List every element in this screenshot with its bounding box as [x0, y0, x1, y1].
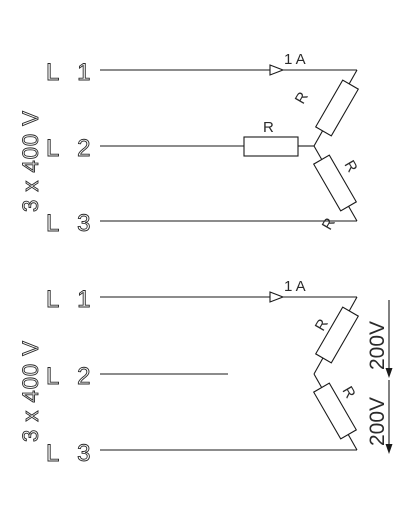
- bottom-voltage-label-upper: 200V: [366, 321, 389, 370]
- bottom-current-label: 1 A: [284, 278, 306, 295]
- top-resistor-upper: [314, 79, 360, 137]
- bottom-resistor-lower: [312, 382, 358, 440]
- top-resistor-extra-label: R: [319, 215, 339, 233]
- top-resistor-l2-label: R: [263, 119, 274, 136]
- top-resistor-lower: [312, 154, 358, 212]
- top-label-l2: L 2: [46, 135, 96, 162]
- top-supply-label: 3 x 400 V: [18, 110, 43, 212]
- bottom-resistor-upper: [314, 306, 360, 364]
- bottom-label-l2: L 2: [46, 363, 96, 390]
- bottom-resistor-lower-label: R: [339, 384, 359, 402]
- top-resistor-lower-label: R: [341, 158, 361, 176]
- bottom-supply-label: 3 x 400 V: [18, 340, 43, 442]
- top-current-arrow: [269, 64, 285, 76]
- top-resistor-l2: [243, 136, 299, 157]
- bottom-label-l1: L 1: [46, 286, 96, 313]
- bottom-current-arrow: [269, 291, 285, 303]
- bottom-voltage-arrowhead-upper: [385, 368, 393, 378]
- top-circuit: 3 x 400 V L 1 L 2 L 3 1 A R R R R: [18, 51, 361, 237]
- top-current-label: 1 A: [284, 51, 306, 68]
- bottom-voltage-arrowhead-lower: [385, 444, 393, 454]
- bottom-circuit: 3 x 400 V L 1 L 2 L 3 1 A R R 200V 200V: [18, 278, 393, 467]
- top-resistor-upper-label: R: [292, 89, 312, 107]
- bottom-voltage-label-lower: 200V: [366, 397, 389, 446]
- bottom-label-l3: L 3: [46, 440, 96, 467]
- top-label-l3: L 3: [46, 210, 96, 237]
- top-label-l1: L 1: [46, 59, 96, 86]
